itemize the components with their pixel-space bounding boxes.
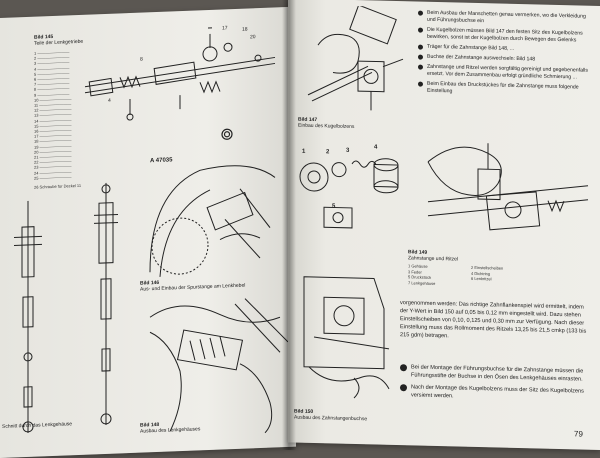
page-number: 79 (574, 429, 583, 438)
top-text-line: Buchse der Zahnstange auswechseln: Bild … (427, 54, 535, 64)
callout-number: 3 (346, 148, 349, 154)
bullet-dot-icon (418, 45, 423, 50)
fig-145-caption: Bild 145 Teile der Lenkgetriebe (34, 33, 83, 47)
callout-number: 5 (332, 203, 335, 209)
bullet-dot-icon (418, 11, 423, 16)
bullet-dot-icon (418, 82, 423, 87)
bullet-dot-icon (418, 65, 423, 70)
rack-pinion-exploded-illustration (294, 127, 404, 250)
bullet-item: Bei der Montage der Führungsbuchse für d… (400, 363, 590, 384)
fig-150-subtitle: Ausbau des Zahnstangenbuchse (294, 415, 367, 423)
bullet-dot-icon (418, 55, 423, 60)
seal-ring-illustration (220, 127, 234, 142)
fig-150-caption: Bild 150 Ausbau des Zahnstangenbuchse (294, 409, 367, 423)
svg-text:20: 20 (250, 34, 256, 40)
rack-section-right-illustration (86, 178, 126, 430)
legend-item: 7 Lenkgehäuse (408, 280, 465, 287)
bullet-item: Nach der Montage des Kugelbolzens muss d… (400, 383, 590, 404)
top-text-item: Die Kugelbolzen müssen Bild 147 den fest… (418, 27, 590, 45)
steering-housing-removal-illustration (140, 292, 290, 443)
legend-item: 6 Lenkritzel (471, 276, 528, 283)
bullet-dot-icon (400, 364, 407, 371)
tie-rod-removal-illustration (140, 147, 280, 282)
book-gutter-shadow (282, 0, 296, 450)
top-text-item: Buchse der Zahnstange auswechseln: Bild … (418, 54, 590, 65)
rack-section-left-illustration (8, 196, 48, 438)
svg-text:17: 17 (222, 25, 228, 31)
svg-text:4: 4 (108, 98, 111, 104)
bullet-text: Bei der Montage der Führungsbuchse für d… (411, 363, 590, 383)
top-text-item: Zahnstange und Ritzel werden sorgfältig … (418, 64, 590, 82)
bullet-dot-icon (400, 384, 407, 391)
right-page: Bild 147 Einbau des Kugelbolzens Beim Au… (288, 0, 600, 450)
steering-rack-exploded-illustration: 18 20 17 8 4 (80, 21, 280, 129)
top-text-line: Beim Einbau des Druckstückes für die Zah… (427, 81, 590, 99)
svg-text:18: 18 (242, 26, 248, 32)
body-text: vorgenommen werden: Das richtige Zahnfla… (400, 299, 590, 344)
fig-148-caption: Bild 148 Ausbau des Lenkgehäuses (140, 420, 200, 434)
pinion-adjust-hand-illustration (418, 132, 593, 254)
fig-146-marker: A 47035 (150, 157, 172, 164)
top-text-item: Träger für die Zahnstange Bild 148, ... (418, 44, 590, 55)
bullet-dot-icon (418, 28, 423, 33)
ball-joint-install-illustration (298, 5, 408, 118)
top-text-item: Beim Ausbau der Manschetten genau vermer… (418, 10, 590, 28)
fig-149-subtitle: Zahnstange und Ritzel (408, 255, 458, 262)
callout-number: 1 (302, 149, 305, 155)
fig-145-subtitle: Teile der Lenkgetriebe (34, 39, 83, 47)
parts-list-last: 26 Schraube für Deckel 11 (34, 183, 81, 190)
rack-bushing-removal-illustration (294, 267, 394, 407)
parts-list: 1 ————————2 ————————3 ————————4 ————————… (34, 49, 72, 181)
parts-list-item: 25 ———————— (34, 174, 72, 181)
bullet-list: Bei der Montage der Führungsbuchse für d… (400, 363, 590, 408)
top-text-line: Zahnstange und Ritzel werden sorgfältig … (427, 64, 590, 82)
top-text-item: Beim Einbau des Druckstückes für die Zah… (418, 81, 590, 99)
top-text-column: Beim Ausbau der Manschetten genau vermer… (418, 10, 590, 102)
bullet-text: Nach der Montage des Kugelbolzens muss d… (411, 383, 590, 403)
top-text-line: Beim Ausbau der Manschetten genau vermer… (427, 10, 590, 28)
svg-text:8: 8 (140, 57, 143, 63)
fig-149-caption: Bild 149 Zahnstange und Ritzel (408, 249, 458, 262)
top-text-line: Träger für die Zahnstange Bild 148, ... (427, 44, 514, 53)
top-text-line: Die Kugelbolzen müssen Bild 147 den fest… (427, 27, 590, 45)
left-page: Bild 145 Teile der Lenkgetriebe 1 ——————… (0, 7, 296, 458)
callout-number: 4 (374, 144, 377, 150)
callout-number: 2 (326, 149, 329, 155)
